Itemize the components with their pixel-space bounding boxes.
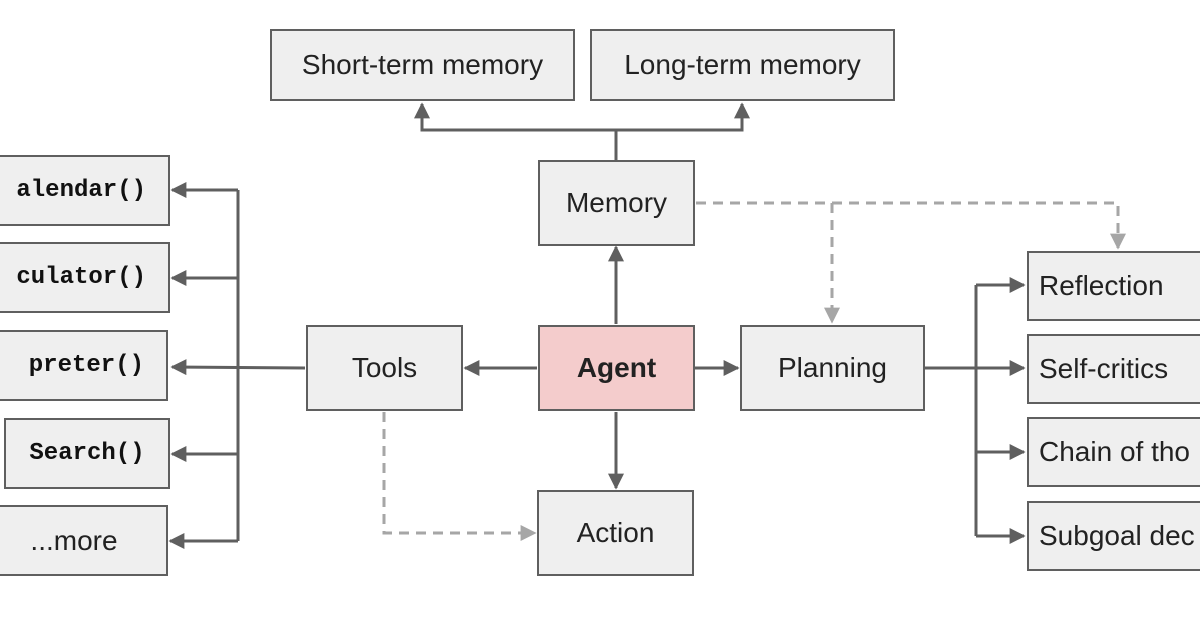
long-term-memory-label: Long-term memory [624,49,861,80]
tool-item-calculator: culator() [0,242,170,313]
planning-item-reflection-label: Reflection [1039,270,1164,301]
tool-item-search: Search() [4,418,170,489]
tool-item-interpreter: preter() [0,330,168,401]
tool-item-calculator-label: culator() [16,264,146,291]
memory-to-submemory-connector [414,102,750,160]
short-term-memory-box: Short-term memory [270,29,575,101]
planning-box: Planning [740,325,925,411]
action-box: Action [537,490,694,576]
short-term-memory-label: Short-term memory [301,49,544,80]
planning-item-chain-of-thought: Chain of tho [1027,417,1200,487]
memory-label: Memory [565,187,668,218]
action-label: Action [576,517,655,548]
planning-item-subgoal-decomposition-label: Subgoal dec [1039,520,1195,551]
planning-item-subgoal-decomposition: Subgoal dec [1027,501,1200,571]
tools-box: Tools [306,325,463,411]
planning-item-self-critics-label: Self-critics [1039,353,1169,384]
long-term-memory-box: Long-term memory [590,29,895,101]
tool-item-more: ...more [0,505,168,576]
memory-box: Memory [538,160,695,246]
planning-item-chain-of-thought-label: Chain of tho [1039,436,1190,467]
planning-item-reflection: Reflection [1027,251,1200,321]
dashed-connectors [382,201,1126,541]
agent-box: Agent [538,325,695,411]
tools-to-items-connector [168,182,306,549]
planning-to-items-connector [925,277,1026,544]
tool-item-calendar: alendar() [0,155,170,226]
agent-label: Agent [576,352,657,383]
tool-item-more-label: ...more [30,524,118,556]
planning-item-self-critics: Self-critics [1027,334,1200,404]
planning-label: Planning [778,352,887,383]
tools-label: Tools [351,352,418,383]
tool-item-interpreter-label: preter() [28,352,144,379]
tool-item-search-label: Search() [29,440,145,467]
tool-item-calendar-label: alendar() [16,177,146,204]
